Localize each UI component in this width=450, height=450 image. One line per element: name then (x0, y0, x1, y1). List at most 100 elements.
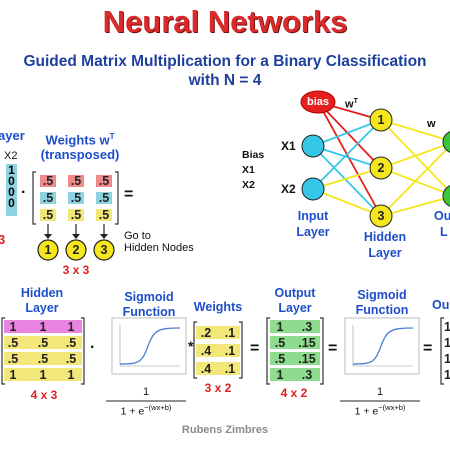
hidden-row-4-highlight (4, 368, 82, 381)
weights-size-label-bottom: 3 x 2 (204, 381, 232, 395)
output-cell: .5 (274, 336, 286, 350)
author-credit: Rubens Zimbres (181, 424, 269, 436)
weights-highlight-r1c1 (40, 175, 56, 187)
formula-1-numerator: 1 (142, 386, 150, 398)
formula-2-exp: −(wx+b) (378, 403, 406, 412)
weights-highlight-r1c3 (96, 175, 112, 187)
weights-highlight-r3c3 (96, 209, 112, 221)
weights-cell: .5 (70, 191, 82, 205)
input-layer-line-2: Layer (296, 225, 330, 239)
edge-h3-o2 (380, 196, 450, 217)
input-vector: 1 0 0 0 (6, 163, 17, 210)
tl-hidden-node-2-label: 2 (72, 243, 80, 257)
weights-cell: .5 (98, 191, 110, 205)
output-row-1-highlight (270, 320, 320, 333)
hidden-node-2 (369, 156, 393, 180)
output-row-2-highlight (270, 336, 320, 349)
weights-row-2-highlight (196, 344, 240, 357)
legend-x2: X2 (242, 179, 255, 191)
weights-highlight-r1c2 (68, 175, 84, 187)
output-cell: 1 (276, 320, 284, 334)
output-bracket-left (266, 317, 270, 385)
edge-x2-h3 (312, 188, 382, 217)
weights-cell: .5 (70, 174, 82, 188)
output-layer-label-bottom: Output Layer (264, 286, 326, 316)
formula-2-den-base: 1 + e (354, 405, 379, 418)
star-operator: * (188, 338, 194, 354)
sigmoid-curve-1 (119, 327, 181, 365)
output-bracket-right (320, 317, 324, 385)
wt-sup: T (353, 98, 358, 105)
weights-b-cell: .4 (200, 362, 212, 376)
dot-operator-bottom: · (90, 339, 96, 356)
weights-row-1-highlight (196, 326, 240, 339)
weights-title-text: Weights w (45, 132, 110, 148)
formula-1-den-base: 1 + e (120, 405, 145, 418)
arrow-down-1-head (44, 234, 52, 239)
go-to-line-2: Hidden Nodes (124, 242, 194, 254)
edge-bias-h2 (317, 101, 382, 169)
sigmoid-2-label: Sigmoid Function (345, 288, 419, 318)
weights-cell: .5 (42, 191, 54, 205)
sigmoid-plot-1-frame (111, 317, 187, 375)
input-layer-line-1: Input (297, 209, 329, 223)
sigmoid-1-line-1: Sigmoid (124, 290, 174, 304)
edge-h3-o1 (380, 144, 450, 217)
weights-label-bottom: Weights (193, 300, 243, 314)
hidden-cell: .5 (65, 352, 77, 366)
output-cell: .15 (298, 336, 316, 350)
sigmoid-curve-2 (352, 327, 414, 365)
sigmoid-2-line-1: Sigmoid (357, 288, 407, 302)
subtitle: Guided Matrix Multiplication for a Binar… (0, 52, 450, 90)
hidden-layer-line-1: Hidden (363, 230, 407, 244)
tl-hidden-node-3-label: 3 (100, 243, 108, 257)
weights-highlight-r3c1 (40, 209, 56, 221)
input-vector-value: 0 (8, 185, 15, 199)
formula-2-numerator: 1 (376, 386, 384, 398)
output-cell: 1 (276, 368, 284, 382)
input-vector-value: 1 (8, 163, 15, 177)
equals-sign-2: = (328, 340, 338, 357)
weights-highlight-r2c3 (96, 192, 112, 204)
weights-cell: .5 (98, 208, 110, 222)
w-label: w (427, 118, 436, 130)
formula-1-exp: −(wx+b) (144, 403, 172, 412)
equals-sign-top: = (124, 186, 134, 203)
input-layer-label-partial: ayer (0, 128, 25, 143)
hidden-cell: .5 (65, 336, 77, 350)
final-cell: 1 (444, 352, 450, 366)
go-to-label: Go to Hidden Nodes (124, 230, 194, 254)
sigmoid-1-line-2: Function (122, 305, 176, 319)
hidden-bracket-left (1, 317, 5, 385)
bottom-hidden-layer-label: Hidden Layer (12, 286, 72, 316)
output-node-2 (442, 185, 450, 207)
input-vector-value: 0 (8, 196, 15, 210)
hidden-cell: .5 (37, 336, 49, 350)
weights-highlight-r2c1 (40, 192, 56, 204)
edge-x1-h1 (312, 119, 382, 147)
final-cell: 1 (444, 368, 450, 382)
hidden-bracket-right (81, 317, 85, 385)
weights-b-cell: .1 (224, 326, 236, 340)
edge-h2-o1 (380, 142, 450, 169)
wt-label: wT (345, 98, 358, 111)
hidden-row-2-highlight (4, 336, 82, 349)
output-size-label: 4 x 2 (280, 386, 308, 400)
weights-b-cell: .1 (224, 344, 236, 358)
hidden-row-3-highlight (4, 352, 82, 365)
hidden-node-1-label: 1 (377, 113, 385, 127)
wt-letter: w (345, 98, 354, 111)
x2-label: X2 (4, 150, 18, 162)
hidden-cell: 1 (9, 368, 17, 382)
hidden-node-3 (369, 204, 393, 228)
weights-cell: .5 (42, 208, 54, 222)
hidden-cell: .5 (7, 352, 19, 366)
hidden-node-2-label: 2 (377, 161, 385, 175)
edge-x2-h2 (312, 167, 382, 190)
bias-x1-x2-legend: Bias X1 X2 (242, 148, 264, 193)
input-node-x1 (301, 134, 325, 158)
weights-highlight-r2c2 (68, 192, 84, 204)
output-row-4-highlight (270, 368, 320, 381)
hidden-node-1 (369, 108, 393, 132)
tl-hidden-node-3 (93, 239, 115, 261)
